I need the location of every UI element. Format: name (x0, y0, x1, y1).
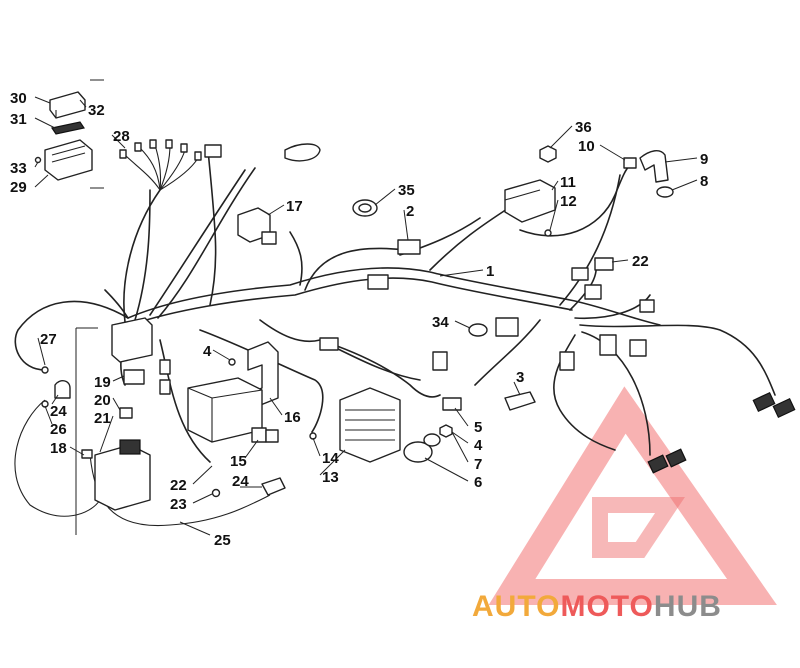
callout-10: 10 (578, 138, 595, 155)
callout-26: 26 (50, 421, 67, 438)
callout-30: 30 (10, 90, 27, 107)
callout-12: 12 (560, 193, 577, 210)
callout-7: 7 (474, 456, 482, 473)
watermark-logo (488, 386, 777, 605)
callout-27: 27 (40, 331, 57, 348)
part-18-starter-solenoid (81, 439, 151, 511)
watermark-hub: HUB (654, 590, 722, 623)
callout-24-bottom: 24 (232, 473, 249, 490)
part-9-elbow-boot (639, 150, 669, 183)
part-harness-connectors-right (559, 284, 655, 371)
callout-11: 11 (560, 174, 576, 191)
part-19-relay (111, 317, 153, 363)
callout-labels: 30 32 31 28 33 29 36 10 9 8 35 11 12 17 … (10, 90, 708, 549)
part-20-connector (123, 369, 145, 385)
part-7-nut (439, 424, 453, 438)
callout-21: 21 (94, 410, 111, 427)
part-11-module (504, 179, 556, 223)
callout-32: 32 (88, 102, 105, 119)
part-main-connector-block (319, 274, 519, 351)
part-14-regulator (339, 387, 401, 463)
callout-24-left: 24 (50, 403, 67, 420)
watermark-triangle (488, 386, 777, 605)
watermark-moto: MOTO (560, 590, 653, 623)
part-24-terminal-lower (261, 477, 286, 496)
callout-6: 6 (474, 474, 482, 491)
callout-33: 33 (10, 160, 27, 177)
callout-29: 29 (10, 179, 27, 196)
callout-16: 16 (284, 409, 301, 426)
bracket-line-left (75, 79, 104, 535)
callout-4-right: 4 (474, 437, 483, 454)
callout-18: 18 (50, 440, 67, 457)
watermark-inner-mark (592, 497, 685, 558)
part-regulator-plug (432, 351, 448, 371)
part-27-lead-end (41, 366, 49, 374)
part-12-screw (544, 229, 552, 237)
watermark-auto: AUTO (472, 590, 560, 623)
part-30-cover (49, 91, 86, 119)
part-17-relay (237, 207, 277, 245)
callout-13: 13 (322, 469, 339, 486)
callout-15: 15 (230, 453, 247, 470)
part-3-bracket (504, 391, 536, 411)
callout-22-top: 22 (632, 253, 649, 270)
callout-28: 28 (113, 128, 130, 145)
part-right-plug-pair (647, 391, 796, 474)
part-35-grommet (352, 199, 378, 217)
part-headlight-connector (204, 143, 321, 162)
part-22-top-connector (571, 257, 614, 281)
part-8-boot (656, 186, 674, 198)
callout-4-left: 4 (203, 343, 212, 360)
part-10-connector (623, 157, 637, 169)
callout-5: 5 (474, 419, 482, 436)
part-33-screw (34, 156, 42, 164)
part-22-lower-connector (159, 359, 171, 395)
part-4-screw (228, 358, 236, 366)
part-5-connector (442, 397, 462, 411)
callout-9: 9 (700, 151, 708, 168)
part-15-cdi-box (187, 377, 263, 443)
part-36-nut (539, 145, 557, 163)
part-21-fuse (119, 407, 133, 419)
watermark-text: AUTOMOTOHUB (472, 590, 722, 623)
part-34-grommet (468, 323, 488, 337)
callout-22-bottom: 22 (170, 477, 187, 494)
callout-34: 34 (432, 314, 449, 331)
part-6-buzzer (403, 433, 441, 463)
part-15-plug (251, 427, 279, 443)
callout-36: 36 (575, 119, 592, 136)
callout-17: 17 (286, 198, 303, 215)
callout-35: 35 (398, 182, 415, 199)
callout-20: 20 (94, 392, 111, 409)
callout-8: 8 (700, 173, 708, 190)
callout-3: 3 (516, 369, 524, 386)
svg-text:AUTOMOTOHUB: AUTOMOTOHUB (472, 590, 722, 623)
part-28-terminals (119, 139, 202, 161)
part-23-washer (211, 488, 221, 498)
part-29-fuse-block (44, 139, 93, 181)
leader-lines (34, 96, 698, 536)
part-2-connector (397, 239, 421, 255)
part-24-terminal-left (41, 380, 71, 408)
callout-19: 19 (94, 374, 111, 391)
callout-23: 23 (170, 496, 187, 513)
callout-25: 25 (214, 532, 231, 549)
callout-1: 1 (486, 263, 494, 280)
callout-2: 2 (406, 203, 414, 220)
part-31-gasket (51, 121, 85, 135)
callout-31: 31 (10, 111, 27, 128)
callout-14: 14 (322, 450, 339, 467)
